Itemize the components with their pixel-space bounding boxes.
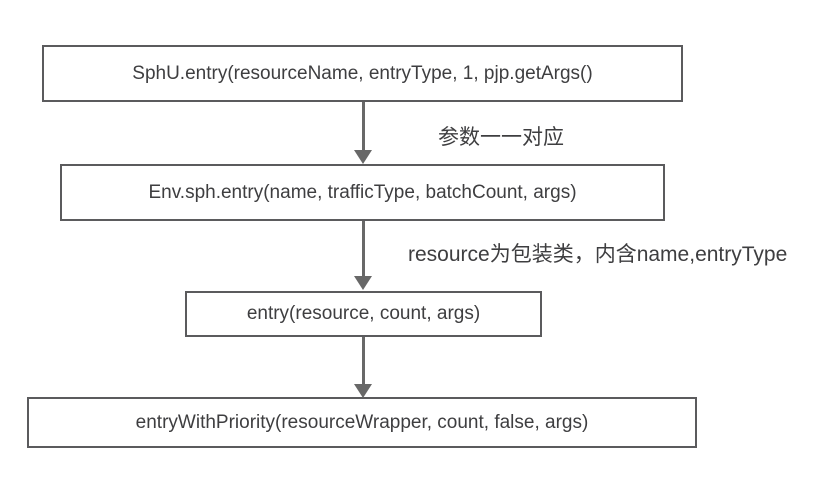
node-label: entryWithPriority(resourceWrapper, count… [135,411,589,433]
connector-line-3 [362,337,365,385]
arrow-down-icon [354,384,372,398]
node-label: Env.sph.entry(name, trafficType, batchCo… [148,181,577,203]
arrow-down-icon [354,276,372,290]
flowchart-node-sphu-entry: SphU.entry(resourceName, entryType, 1, p… [42,45,683,102]
connector-line-1 [362,102,365,151]
flowchart-node-env-sph-entry: Env.sph.entry(name, trafficType, batchCo… [60,164,665,221]
node-label: SphU.entry(resourceName, entryType, 1, p… [132,62,593,84]
edge-annotation-params-mapping: 参数一一对应 [438,126,564,149]
flowchart-node-entry-with-priority: entryWithPriority(resourceWrapper, count… [27,397,697,448]
flowchart-node-entry: entry(resource, count, args) [185,291,542,337]
arrow-down-icon [354,150,372,164]
connector-line-2 [362,221,365,277]
edge-annotation-resource-wrapper: resource为包装类，内含name,entryType [408,243,788,266]
node-label: entry(resource, count, args) [246,303,481,324]
